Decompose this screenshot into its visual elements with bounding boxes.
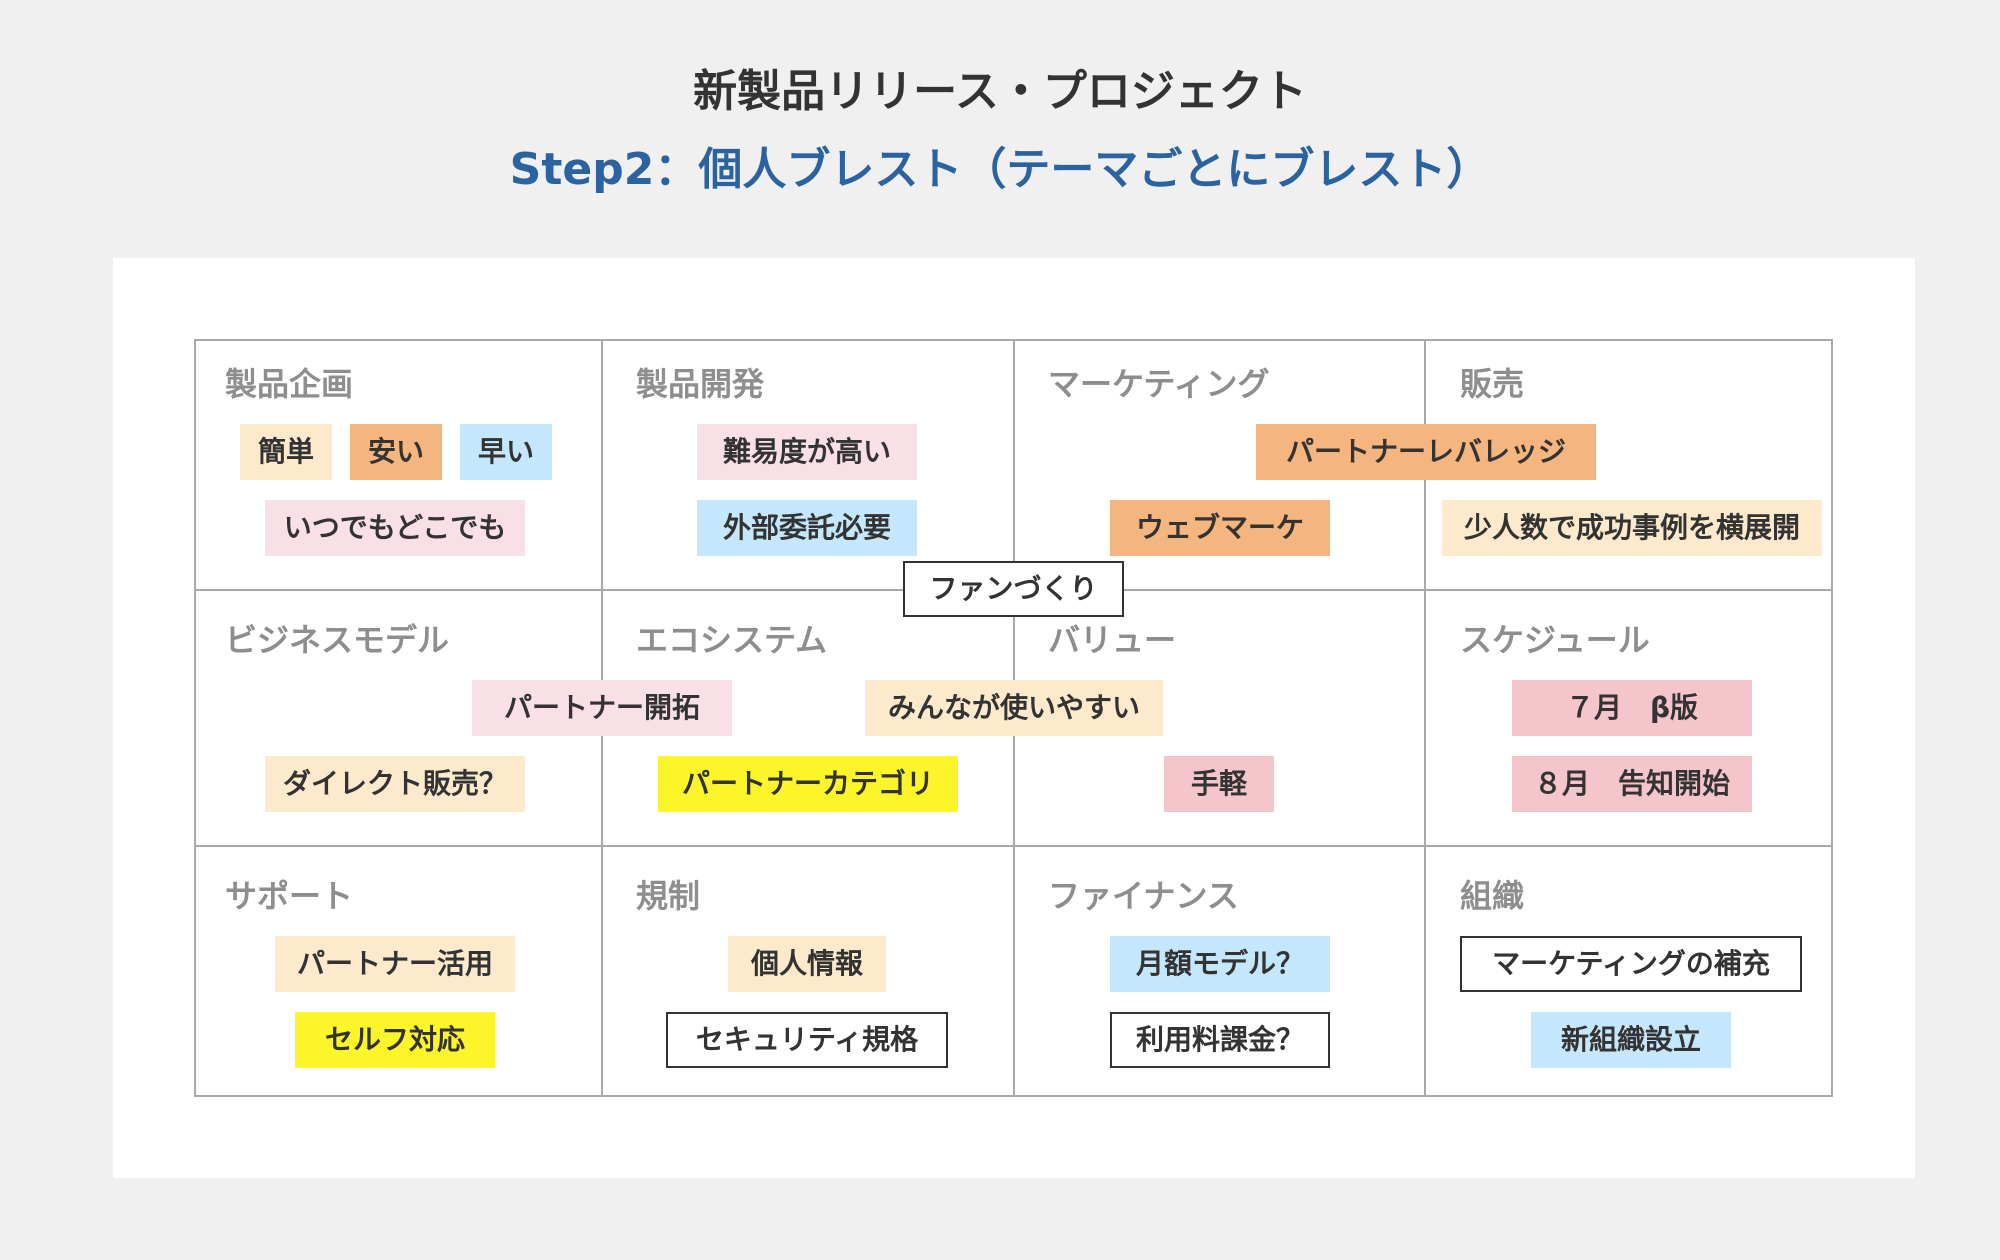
category-label-business-model: ビジネスモデル xyxy=(225,621,450,659)
sticky-note[interactable]: 安い xyxy=(350,424,442,480)
category-label-marketing: マーケティング xyxy=(1048,365,1270,403)
sticky-note[interactable]: セキュリティ規格 xyxy=(666,1012,948,1068)
page-title: 新製品リリース・プロジェクト xyxy=(693,66,1307,117)
category-label-schedule: スケジュール xyxy=(1460,621,1650,659)
sticky-note[interactable]: 利用料課金？ xyxy=(1110,1012,1330,1068)
sticky-note[interactable]: マーケティングの補充 xyxy=(1460,936,1802,992)
sticky-note[interactable]: パートナーレバレッジ xyxy=(1256,424,1596,480)
category-label-product-development: 製品開発 xyxy=(636,365,765,403)
sticky-note[interactable]: 少人数で成功事例を横展開 xyxy=(1442,500,1822,556)
sticky-note[interactable]: 外部委託必要 xyxy=(697,500,917,556)
page-subtitle: Step2：個人ブレスト（テーマごとにブレスト） xyxy=(509,144,1491,195)
sticky-note[interactable]: 新組織設立 xyxy=(1531,1012,1731,1068)
sticky-note[interactable]: パートナー開拓 xyxy=(472,680,732,736)
category-label-support: サポート xyxy=(225,877,354,915)
sticky-note[interactable]: ７月 β版 xyxy=(1512,680,1752,736)
sticky-note[interactable]: 手軽 xyxy=(1164,756,1274,812)
sticky-note[interactable]: パートナーカテゴリ xyxy=(658,756,958,812)
sticky-note[interactable]: 難易度が高い xyxy=(697,424,917,480)
sticky-note[interactable]: ファンづくり xyxy=(903,561,1124,617)
category-label-finance: ファイナンス xyxy=(1048,877,1239,915)
category-label-ecosystem: エコシステム xyxy=(636,621,828,659)
sticky-note[interactable]: ウェブマーケ xyxy=(1110,500,1330,556)
grid-divider-horizontal xyxy=(194,845,1833,847)
sticky-note[interactable]: 早い xyxy=(460,424,552,480)
sticky-note[interactable]: ダイレクト販売？ xyxy=(265,756,525,812)
sticky-note[interactable]: 個人情報 xyxy=(728,936,886,992)
grid-divider-vertical xyxy=(1424,339,1426,1097)
category-label-regulation: 規制 xyxy=(636,877,701,915)
category-label-product-planning: 製品企画 xyxy=(225,365,354,403)
sticky-note[interactable]: いつでもどこでも xyxy=(265,500,525,556)
sticky-note[interactable]: セルフ対応 xyxy=(295,1012,495,1068)
sticky-note[interactable]: みんなが使いやすい xyxy=(865,680,1163,736)
sticky-note[interactable]: パートナー活用 xyxy=(275,936,515,992)
category-label-sales: 販売 xyxy=(1460,365,1525,403)
sticky-note[interactable]: 簡単 xyxy=(240,424,332,480)
category-label-value: バリュー xyxy=(1048,621,1177,659)
category-label-organization: 組織 xyxy=(1460,877,1525,915)
sticky-note[interactable]: 月額モデル？ xyxy=(1110,936,1330,992)
sticky-note[interactable]: ８月 告知開始 xyxy=(1512,756,1752,812)
